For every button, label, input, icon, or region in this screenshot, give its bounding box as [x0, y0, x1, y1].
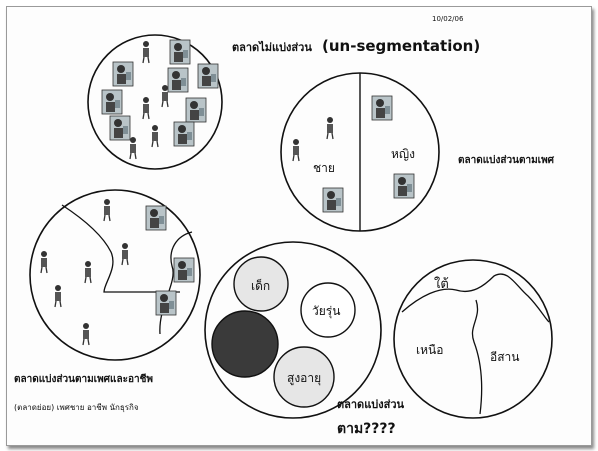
region-boundary-south — [401, 273, 550, 323]
unsegmented-market — [87, 34, 223, 170]
south-region-label: ใต้ — [434, 276, 449, 292]
child-label: เด็ก — [251, 278, 270, 293]
unsegmented-label-en: (un-segmentation) — [322, 37, 480, 55]
gender-segmentation-label: ตลาดแบ่งส่วนตามเพศ — [458, 154, 555, 166]
teen-label: วัยรุ่น — [312, 304, 340, 319]
occupation-segmentation-label: ตลาดแบ่งส่วนตามเพศและอาชีพ — [14, 373, 153, 385]
unsegmented-label-thai: ตลาดไม่แบ่งส่วน — [232, 40, 312, 54]
age-segmented-market: เด็ก วัยรุ่น สูงอายุ — [204, 241, 382, 419]
teen-segment-circle — [300, 282, 356, 338]
female-label: หญิง — [391, 147, 415, 161]
child-segment-circle — [233, 256, 289, 312]
region-circle — [393, 259, 553, 419]
question-label-line2: ตาม???? — [337, 421, 396, 437]
northeast-region-label: อีสาน — [490, 350, 519, 364]
elderly-segment-circle — [273, 346, 335, 408]
elderly-label: สูงอายุ — [287, 371, 321, 386]
date-text: 10/02/06 — [432, 15, 464, 23]
region-boundary-north — [471, 299, 483, 415]
male-label: ชาย — [313, 161, 335, 175]
region-segmented-market: ใต้ เหนือ อีสาน — [393, 259, 553, 419]
occupation-circle — [29, 189, 201, 361]
gender-segmented-market: ชาย หญิง — [280, 72, 440, 232]
unknown-segment-circle — [211, 310, 279, 378]
question-label-line1: ตลาดแบ่งส่วน — [337, 398, 405, 411]
age-circle — [204, 241, 382, 419]
unsegmented-circle — [87, 34, 223, 170]
customer-figures — [101, 39, 219, 160]
occupation-boundary-1 — [61, 204, 180, 293]
north-region-label: เหนือ — [416, 343, 443, 357]
occupation-example-label: (ตลาดย่อย) เพศชาย อาชีพ นักธุรกิจ — [14, 403, 139, 412]
occupation-segmented-market — [29, 189, 201, 361]
